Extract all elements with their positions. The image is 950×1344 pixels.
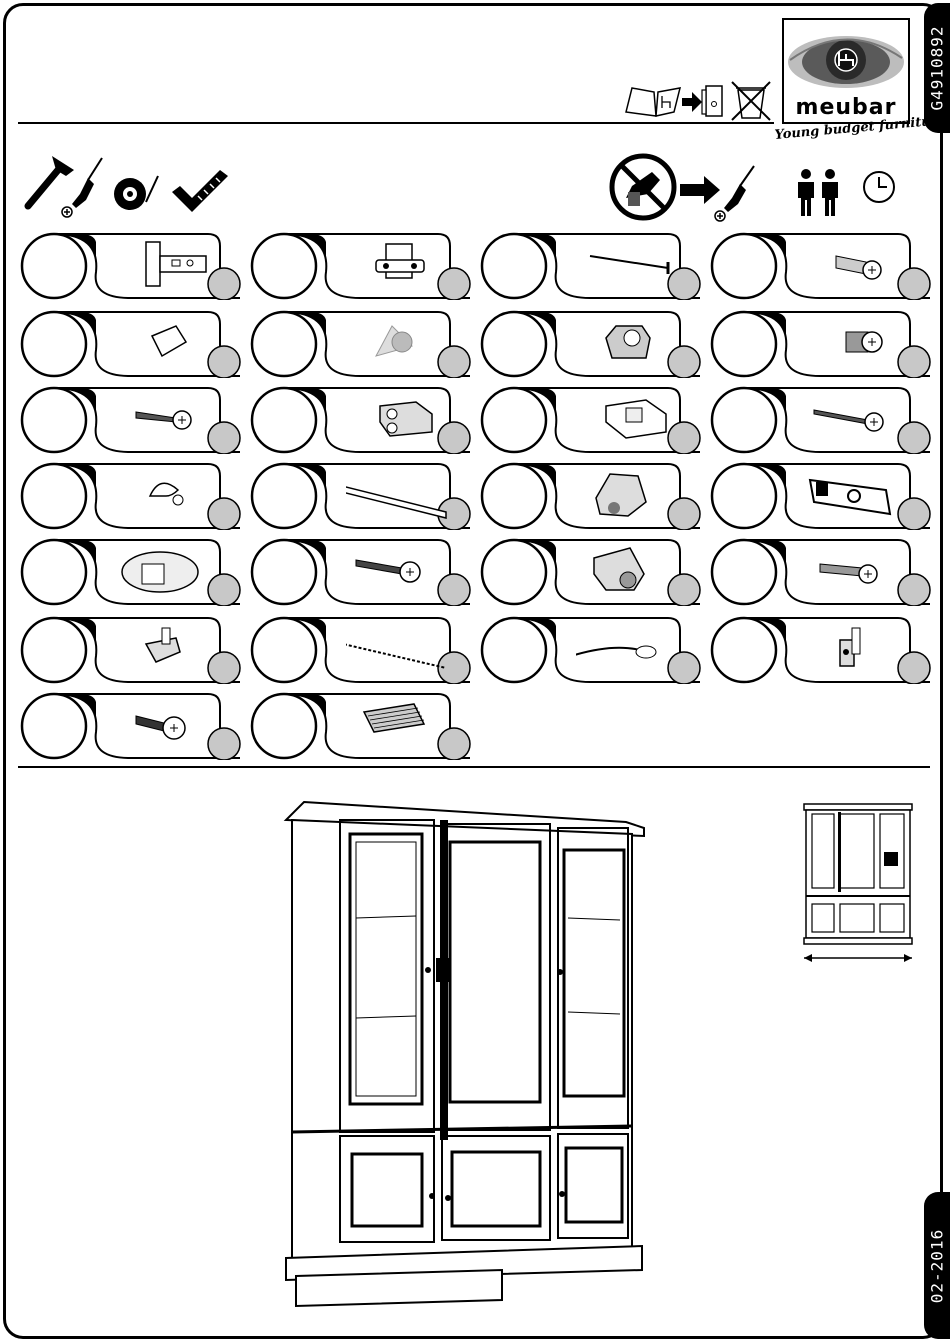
tape-measure-icon xyxy=(110,170,166,216)
part-count-circle xyxy=(22,694,86,758)
hardware-card xyxy=(20,386,242,454)
part-count-circle xyxy=(712,312,776,376)
hardware-card xyxy=(710,538,932,606)
part-count-circle xyxy=(482,540,546,604)
no-waste-bin-icon xyxy=(728,78,774,124)
part-count-circle xyxy=(482,618,546,682)
part-count-circle xyxy=(712,388,776,452)
product-code: G4910892 xyxy=(928,25,947,110)
part-count-circle xyxy=(22,540,86,604)
hardware-card xyxy=(480,538,702,606)
square-ruler-icon xyxy=(168,168,232,218)
hardware-card xyxy=(710,232,932,300)
part-count-circle xyxy=(22,388,86,452)
hardware-card xyxy=(480,616,702,684)
part-count-circle xyxy=(712,618,776,682)
hardware-card xyxy=(480,232,702,300)
hardware-card xyxy=(480,386,702,454)
hardware-card xyxy=(250,386,472,454)
hardware-card xyxy=(710,386,932,454)
eye-logo-icon xyxy=(784,20,908,100)
glass-shelf-clip-icon xyxy=(346,316,454,368)
date-code: 02-2016 xyxy=(928,1228,947,1302)
cabinet-illustration xyxy=(282,798,648,1308)
clock-icon xyxy=(860,168,898,206)
part-count-circle xyxy=(252,234,316,298)
nail-icon xyxy=(576,238,684,290)
part-count-circle xyxy=(712,234,776,298)
no-power-drill-icon xyxy=(608,152,678,222)
grooved-dowel-icon xyxy=(346,698,454,750)
part-count-circle xyxy=(712,540,776,604)
part-count-circle xyxy=(252,388,316,452)
part-count-circle xyxy=(482,234,546,298)
part-count-circle xyxy=(252,464,316,528)
hardware-card xyxy=(250,692,472,760)
part-count-circle xyxy=(712,464,776,528)
shelf-support-icon xyxy=(116,622,224,674)
part-count-circle xyxy=(252,312,316,376)
hardware-card xyxy=(250,538,472,606)
screwdriver-icon xyxy=(58,152,112,222)
euro-screw-icon xyxy=(806,544,914,596)
hinge-icon xyxy=(116,238,224,290)
date-code-tab: 02-2016 xyxy=(924,1192,950,1339)
grid-divider xyxy=(18,766,930,768)
hardware-card xyxy=(710,310,932,378)
hardware-card xyxy=(250,616,472,684)
hardware-card xyxy=(250,310,472,378)
corner-connector-icon xyxy=(346,392,454,444)
part-count-circle xyxy=(22,464,86,528)
cam-housing-icon xyxy=(576,544,684,596)
hardware-card xyxy=(20,232,242,300)
hardware-card xyxy=(20,462,242,530)
cam-lock-icon xyxy=(576,316,684,368)
wood-screw-icon xyxy=(116,392,224,444)
hardware-card xyxy=(480,310,702,378)
hardware-card xyxy=(20,310,242,378)
wooden-dowel-icon xyxy=(116,316,224,368)
hardware-card xyxy=(710,616,932,684)
brand-name: meubar xyxy=(784,95,908,120)
part-count-circle xyxy=(22,234,86,298)
hardware-card xyxy=(250,232,472,300)
part-count-circle xyxy=(482,388,546,452)
part-count-circle xyxy=(482,464,546,528)
header-divider xyxy=(18,122,774,124)
hardware-card xyxy=(20,692,242,760)
knob-icon xyxy=(116,468,224,520)
machine-screw-icon xyxy=(346,544,454,596)
cam-bolt-icon xyxy=(806,238,914,290)
power-cable-icon xyxy=(576,622,684,674)
hardware-card xyxy=(250,462,472,530)
hardware-card xyxy=(20,538,242,606)
use-screwdriver-icon xyxy=(678,162,760,222)
brand-logo: meubar xyxy=(782,18,910,124)
part-count-circle xyxy=(482,312,546,376)
hardware-card xyxy=(710,462,932,530)
washer-screw-icon xyxy=(116,698,224,750)
part-count-circle xyxy=(252,618,316,682)
bracket-support-icon xyxy=(806,622,914,674)
hardware-card xyxy=(20,616,242,684)
part-count-circle xyxy=(22,312,86,376)
cabinet-thumbnail xyxy=(800,800,916,950)
plastic-connector-icon xyxy=(576,392,684,444)
two-persons-icon xyxy=(794,168,844,218)
led-strip-icon xyxy=(346,622,454,674)
part-count-circle xyxy=(252,694,316,758)
door-clip-icon xyxy=(806,468,914,520)
hinge-plate-icon xyxy=(346,238,454,290)
rotary-base-icon xyxy=(116,544,224,596)
long-screw-icon xyxy=(806,392,914,444)
cam-fitting-icon xyxy=(576,468,684,520)
part-count-circle xyxy=(22,618,86,682)
short-screw-icon xyxy=(806,316,914,368)
part-count-circle xyxy=(252,540,316,604)
width-arrow-icon xyxy=(800,950,916,966)
hardware-card xyxy=(480,462,702,530)
rail-strip-icon xyxy=(346,468,454,520)
